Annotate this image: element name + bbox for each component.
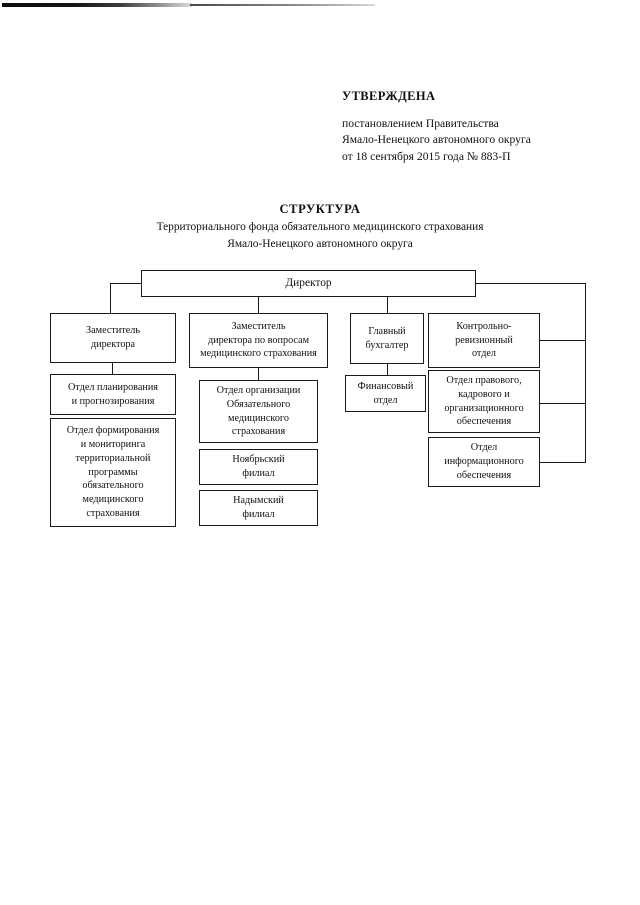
node-chief-accountant[interactable]: Главный бухгалтер [350, 313, 424, 364]
node-legal-hr-label: Отдел правового, кадрового и организацио… [444, 374, 524, 428]
connector-right-bus [585, 283, 586, 462]
connector-accountant-to-financial [387, 364, 388, 375]
node-deputy[interactable]: Заместитель директора [50, 313, 176, 363]
node-deputy-label: Заместитель директора [86, 325, 140, 350]
node-nadym-branch[interactable]: Надымский филиал [199, 490, 318, 526]
node-control-audit[interactable]: Контрольно- ревизионный отдел [428, 313, 540, 368]
connector-deputy-drop [110, 283, 111, 313]
node-territorial-program[interactable]: Отдел формирования и мониторинга террито… [50, 418, 176, 527]
connector-deputy-oms-to-oms-org [258, 368, 259, 380]
connector-director-right [476, 283, 586, 284]
document-title-block: СТРУКТУРА Территориального фонда обязате… [0, 200, 640, 253]
node-information-label: Отдел информационного обеспечения [444, 442, 524, 481]
approval-header: УТВЕРЖДЕНА постановлением Правительства … [342, 88, 602, 165]
approval-line-2: Ямало-Ненецкого автономного округа [342, 133, 531, 147]
node-deputy-oms-label: Заместитель директора по вопросам медици… [200, 320, 317, 360]
scan-edge-artifact [2, 3, 192, 7]
node-information[interactable]: Отдел информационного обеспечения [428, 437, 540, 487]
node-planning-label: Отдел планирования и прогнозирования [68, 381, 158, 407]
connector-deputy-to-planning [112, 363, 113, 374]
approval-line-3: от 18 сентября 2015 года № 883-П [342, 149, 511, 163]
document-subtitle-line-1: Территориального фонда обязательного мед… [156, 220, 484, 233]
connector-bus-to-information [540, 462, 586, 463]
node-oms-organization-label: Отдел организации Обязательного медицинс… [216, 384, 301, 438]
approval-line-1: постановлением Правительства [342, 116, 499, 130]
node-legal-hr[interactable]: Отдел правового, кадрового и организацио… [428, 370, 540, 433]
connector-deputy-oms-drop [258, 296, 259, 313]
node-deputy-oms[interactable]: Заместитель директора по вопросам медици… [189, 313, 328, 368]
node-financial[interactable]: Финансовый отдел [345, 375, 426, 412]
node-planning[interactable]: Отдел планирования и прогнозирования [50, 374, 176, 415]
node-nadym-branch-label: Надымский филиал [233, 495, 284, 520]
connector-bus-to-legal-hr [540, 403, 586, 404]
node-control-audit-label: Контрольно- ревизионный отдел [455, 320, 513, 360]
document-subtitle-line-2: Ямало-Ненецкого автономного округа [227, 237, 413, 250]
node-noyabrsk-branch-label: Ноябрьский филиал [232, 454, 285, 479]
node-financial-label: Финансовый отдел [357, 380, 414, 406]
connector-chief-accountant-drop [387, 296, 388, 313]
node-director-label: Директор [285, 276, 332, 289]
node-director[interactable]: Директор [141, 270, 476, 297]
node-territorial-program-label: Отдел формирования и мониторинга террито… [66, 425, 160, 519]
page-title: СТРУКТУРА [279, 202, 361, 216]
node-chief-accountant-label: Главный бухгалтер [365, 325, 409, 351]
approval-title: УТВЕРЖДЕНА [342, 89, 436, 103]
connector-bus-to-control-audit [540, 340, 586, 341]
connector-director-left [110, 283, 142, 284]
node-noyabrsk-branch[interactable]: Ноябрьский филиал [199, 449, 318, 485]
scan-edge-artifact-fade [190, 4, 375, 6]
node-oms-organization[interactable]: Отдел организации Обязательного медицинс… [199, 380, 318, 443]
